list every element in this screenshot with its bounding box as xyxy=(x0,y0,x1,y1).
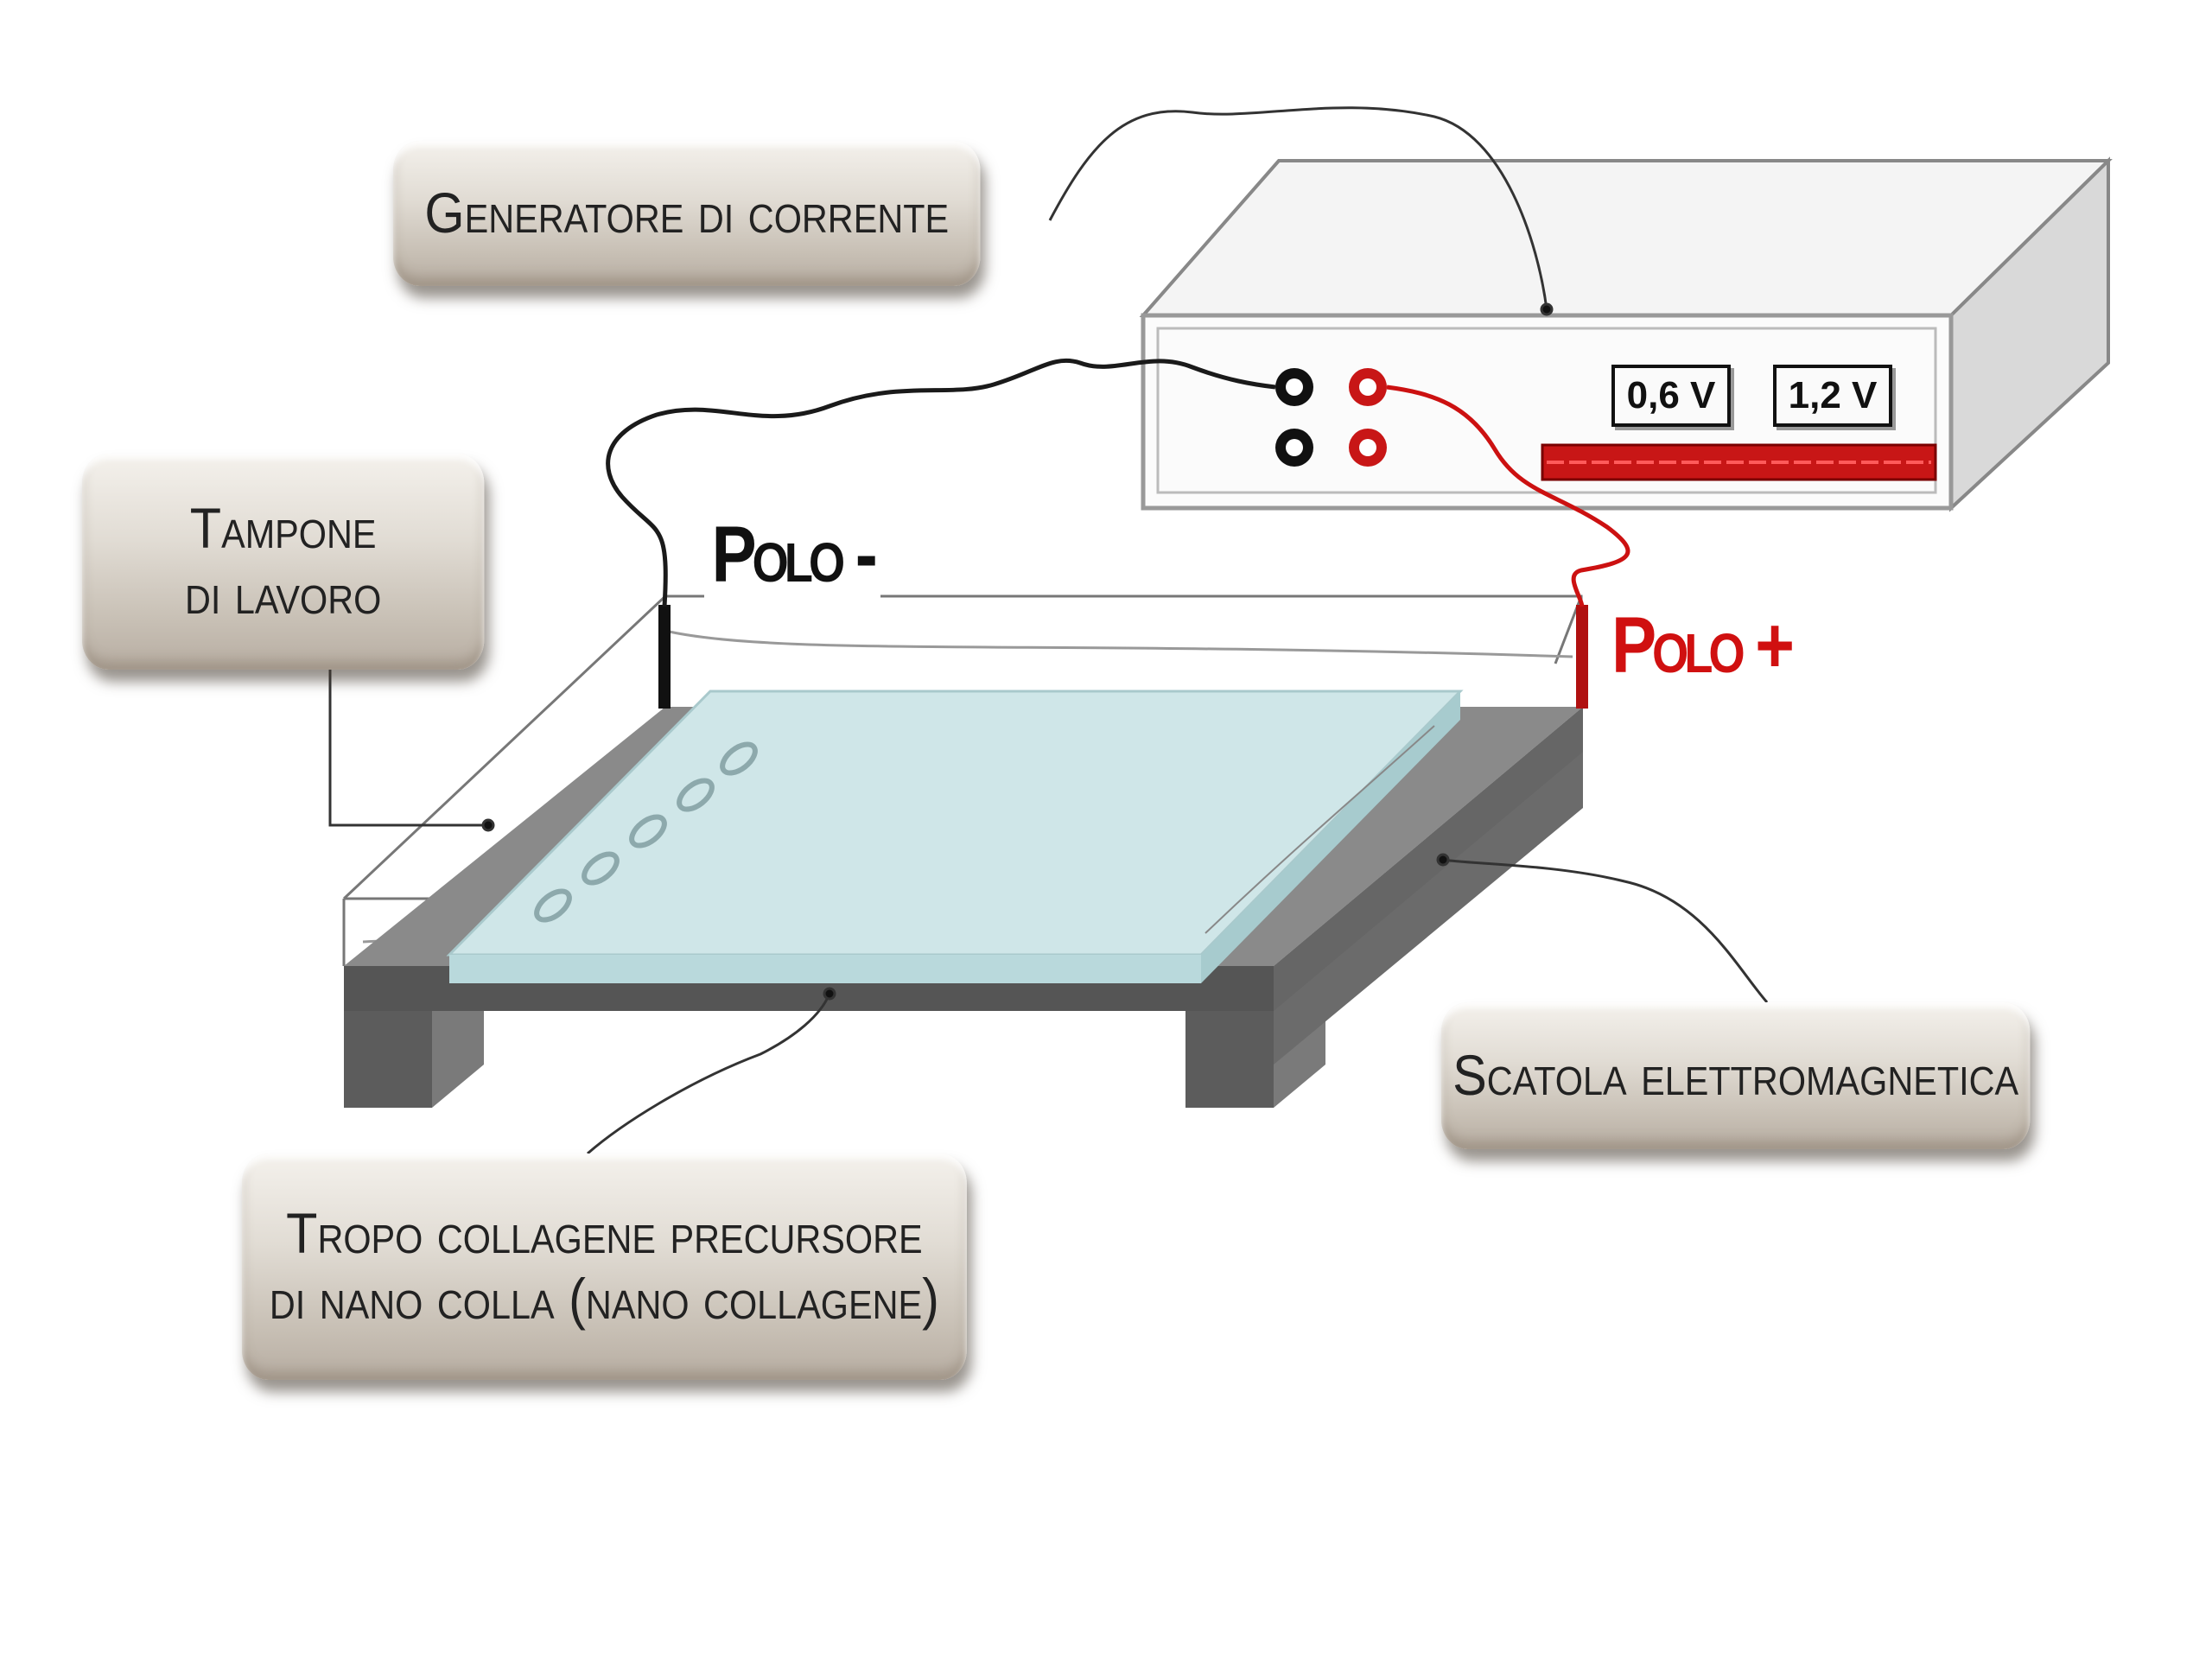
gel-wells xyxy=(534,741,758,923)
positive-electrode xyxy=(1576,605,1588,709)
label-buffer-line1: Tampone xyxy=(189,496,377,561)
label-generator-text: Generatore di corrente xyxy=(424,181,950,245)
positive-pole-label: Polo + xyxy=(1611,601,1795,690)
label-box-text: Scatola elettromagnetica xyxy=(1452,1043,2019,1108)
voltage-readout-1: 0,6 V xyxy=(1611,365,1731,427)
red-terminal-top xyxy=(1349,368,1387,406)
red-terminal-bottom xyxy=(1349,429,1387,467)
negative-pole-label: Polo - xyxy=(704,510,881,601)
voltage-readout-2: 1,2 V xyxy=(1773,365,1892,427)
negative-electrode xyxy=(658,605,671,709)
label-electromagnetic-box: Scatola elettromagnetica xyxy=(1441,1002,2031,1149)
label-tropo-line2: di nano colla (nano collagene) xyxy=(269,1267,939,1331)
collagen-gel-slab xyxy=(446,690,1464,983)
label-buffer-line2: di lavoro xyxy=(184,562,382,626)
black-terminal-top xyxy=(1275,368,1313,406)
leader-lines xyxy=(328,106,1769,1155)
black-terminal-bottom xyxy=(1275,429,1313,467)
label-generator: Generatore di corrente xyxy=(393,141,981,286)
label-working-buffer: Tampone di lavoro xyxy=(82,454,485,670)
negative-wire xyxy=(606,358,1276,607)
positive-wire xyxy=(1386,385,1630,607)
label-tropocollagen: Tropo collagene precursore di nano colla… xyxy=(242,1154,967,1380)
current-generator-device xyxy=(1139,156,2113,512)
label-tropo-line1: Tropo collagene precursore xyxy=(286,1201,923,1266)
